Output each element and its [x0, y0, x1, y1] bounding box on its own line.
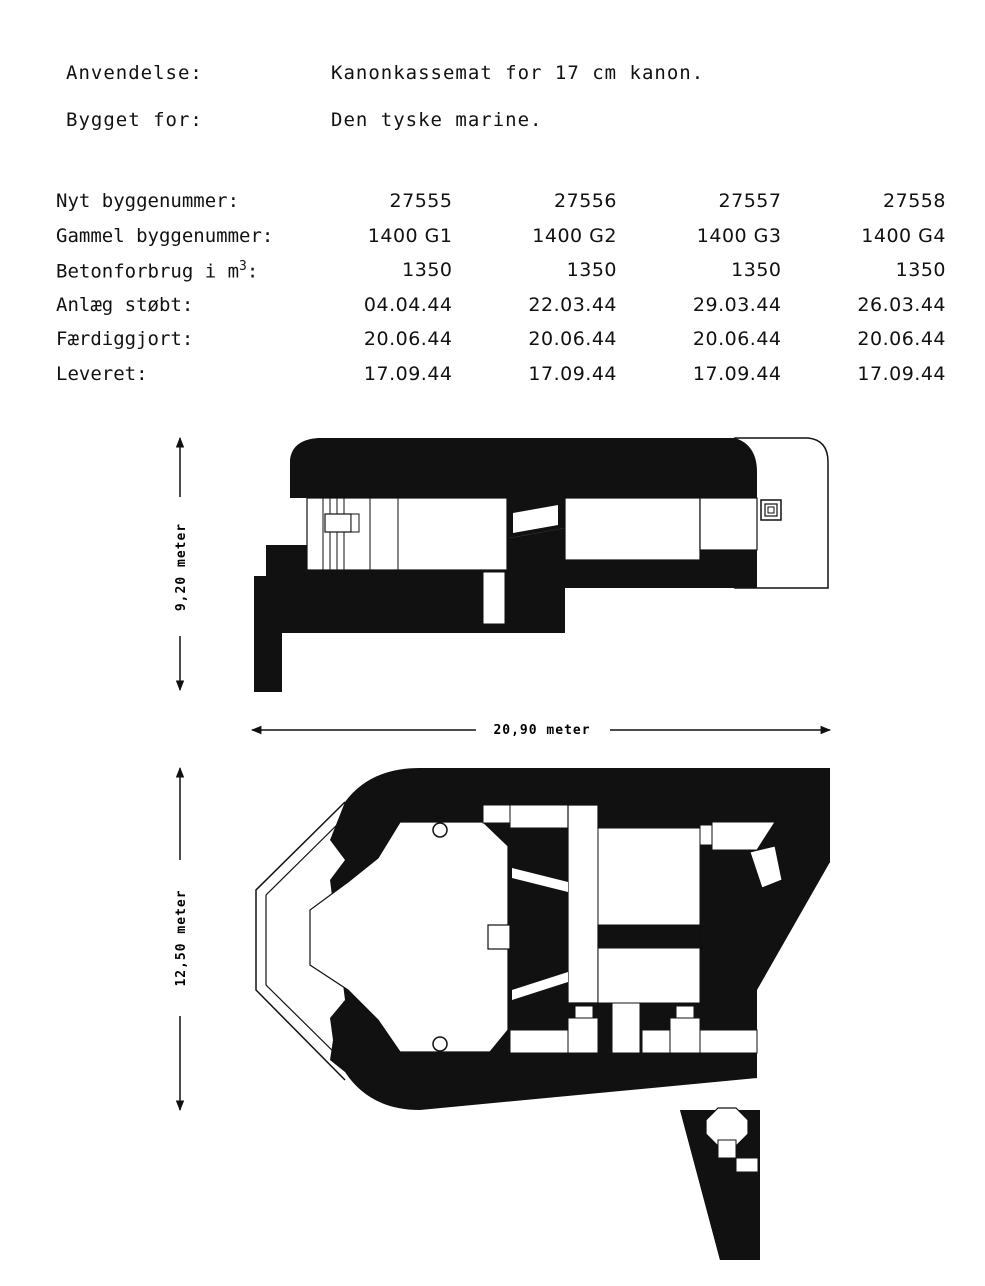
- table-cell: 17.09.44: [528, 362, 617, 385]
- table-cell: 20.06.44: [363, 328, 453, 351]
- plan-apron-outline: [255, 801, 346, 1081]
- anchor-ring-icon: [432, 1036, 448, 1052]
- table-cell: 1350: [402, 259, 453, 282]
- niche-icon: [760, 499, 782, 521]
- table-row: Betonforbrug i m3: 1350 1350 1350 1350: [56, 253, 946, 288]
- table-row: Færdiggjort: 20.06.44 20.06.44 20.06.44 …: [56, 322, 946, 357]
- table-cell: 1400 G4: [861, 224, 946, 247]
- row-label: Betonforbrug i m3:: [56, 253, 288, 288]
- table-cell: 1350: [731, 259, 782, 282]
- row-label: Færdiggjort:: [56, 328, 194, 351]
- table-cell: 27555: [389, 190, 453, 213]
- section-gun-room: [306, 497, 508, 571]
- row-label-superscript: 3: [239, 258, 247, 274]
- row-label: Gammel byggenummer:: [56, 224, 274, 247]
- table-row: Nyt byggenummer: 27555 27556 27557 27558: [56, 184, 946, 219]
- plan-width-label: 12,50 meter: [174, 889, 189, 986]
- table-cell: 29.03.44: [692, 293, 782, 316]
- table-cell: 27557: [718, 190, 782, 213]
- table-cell: 20.06.44: [857, 328, 946, 351]
- plan-width-dimension: 12,50 meter: [174, 766, 189, 1112]
- anchor-ring-icon: [432, 822, 448, 838]
- row-label: Anlæg støbt:: [56, 293, 194, 316]
- table-row: Anlæg støbt: 04.04.44 22.03.44 29.03.44 …: [56, 288, 946, 323]
- table-cell: 22.03.44: [528, 293, 617, 316]
- plan-view: [255, 768, 831, 1260]
- table-cell: 20.06.44: [528, 328, 617, 351]
- plan-gun-room: [309, 821, 509, 1053]
- table-cell: 04.04.44: [363, 293, 453, 316]
- table-cell: 26.03.44: [857, 293, 946, 316]
- bygget-value: Den tyske marine.: [331, 109, 543, 131]
- table-row: Gammel byggenummer: 1400 G1 1400 G2 1400…: [56, 219, 946, 254]
- table-cell: 1350: [895, 259, 946, 282]
- table-row: Leveret: 17.09.44 17.09.44 17.09.44 17.0…: [56, 357, 946, 392]
- building-data-table: Nyt byggenummer: 27555 27556 27557 27558…: [56, 184, 946, 391]
- section-height-label: 9,20 meter: [174, 523, 189, 611]
- anvendelse-label: Anvendelse:: [66, 62, 203, 84]
- length-label: 20,90 meter: [493, 723, 590, 738]
- section-height-dimension: 9,20 meter: [174, 436, 189, 692]
- bygget-label: Bygget for:: [66, 109, 203, 131]
- row-label-prefix: Betonforbrug i m: [56, 259, 240, 282]
- length-dimension: 20,90 meter: [250, 723, 832, 738]
- row-label: Nyt byggenummer:: [56, 190, 240, 213]
- table-cell: 1400 G2: [532, 224, 617, 247]
- table-cell: 27556: [554, 190, 617, 213]
- table-cell: 17.09.44: [692, 362, 782, 385]
- row-label-suffix: :: [246, 259, 259, 282]
- section-view: [254, 437, 829, 692]
- anvendelse-value: Kanonkassemat for 17 cm kanon.: [331, 62, 705, 84]
- section-roof: [290, 438, 757, 498]
- table-cell: 1350: [566, 259, 617, 282]
- row-label: Leveret:: [56, 362, 148, 385]
- table-cell: 17.09.44: [857, 362, 946, 385]
- table-cell: 1400 G1: [367, 224, 453, 247]
- table-cell: 17.09.44: [363, 362, 453, 385]
- table-cell: 1400 G3: [696, 224, 782, 247]
- table-cell: 27558: [883, 190, 946, 213]
- table-cell: 20.06.44: [692, 328, 782, 351]
